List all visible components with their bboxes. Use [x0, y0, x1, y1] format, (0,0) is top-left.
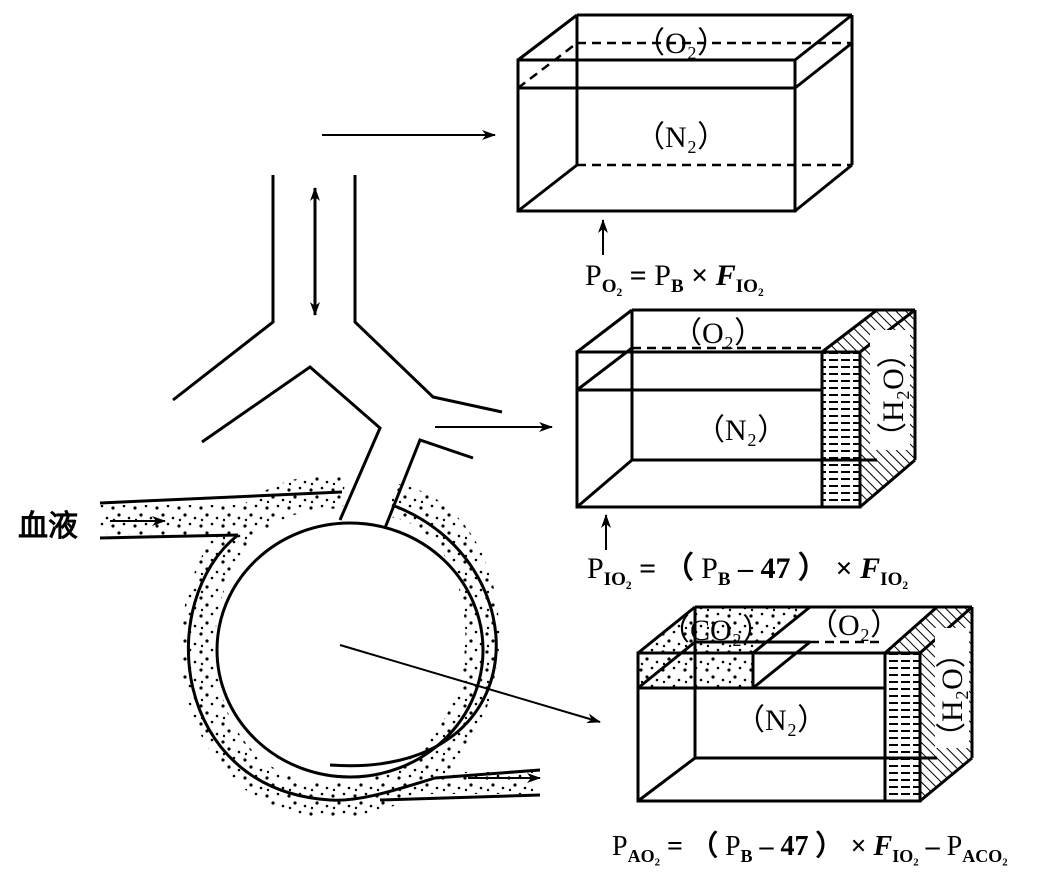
box1-n2-label: （N₂） [635, 121, 727, 154]
box2-o2-label: （O₂） [672, 317, 764, 350]
formula-alveolar-pao2: PAO₂ = （ PB – 47 ） × FIO₂ – PACO₂ [612, 829, 1008, 866]
capillary: 血液 [18, 474, 541, 818]
box3-n2-label: （N₂） [735, 704, 827, 737]
box2-n2-label: （N₂） [695, 414, 787, 447]
box3-co2-label: （CO₂） [660, 614, 772, 647]
box-inspired-air: （O₂） （N₂） [516, 13, 854, 213]
box3-h2o-label: （H₂O） [936, 638, 969, 752]
blood-label: 血液 [18, 509, 78, 544]
arrow-to-box-alveolar [339, 644, 601, 724]
formula-humidified-pio2: PIO₂ = （ PB – 47 ） × FIO₂ [587, 551, 908, 590]
airway [172, 175, 503, 529]
box2-h2o-label: （H₂O） [877, 338, 910, 452]
box-humidified-air: （O₂） （N₂） （H₂O） [575, 308, 917, 509]
box-alveolar-air: （CO₂） （O₂） （N₂） （H₂O） [636, 605, 974, 803]
box1-o2-label: （O₂） [635, 27, 727, 60]
box3-o2-label: （O₂） [808, 609, 900, 642]
formula-inspired-po2: PO₂ = PB × FIO₂ [585, 259, 764, 297]
